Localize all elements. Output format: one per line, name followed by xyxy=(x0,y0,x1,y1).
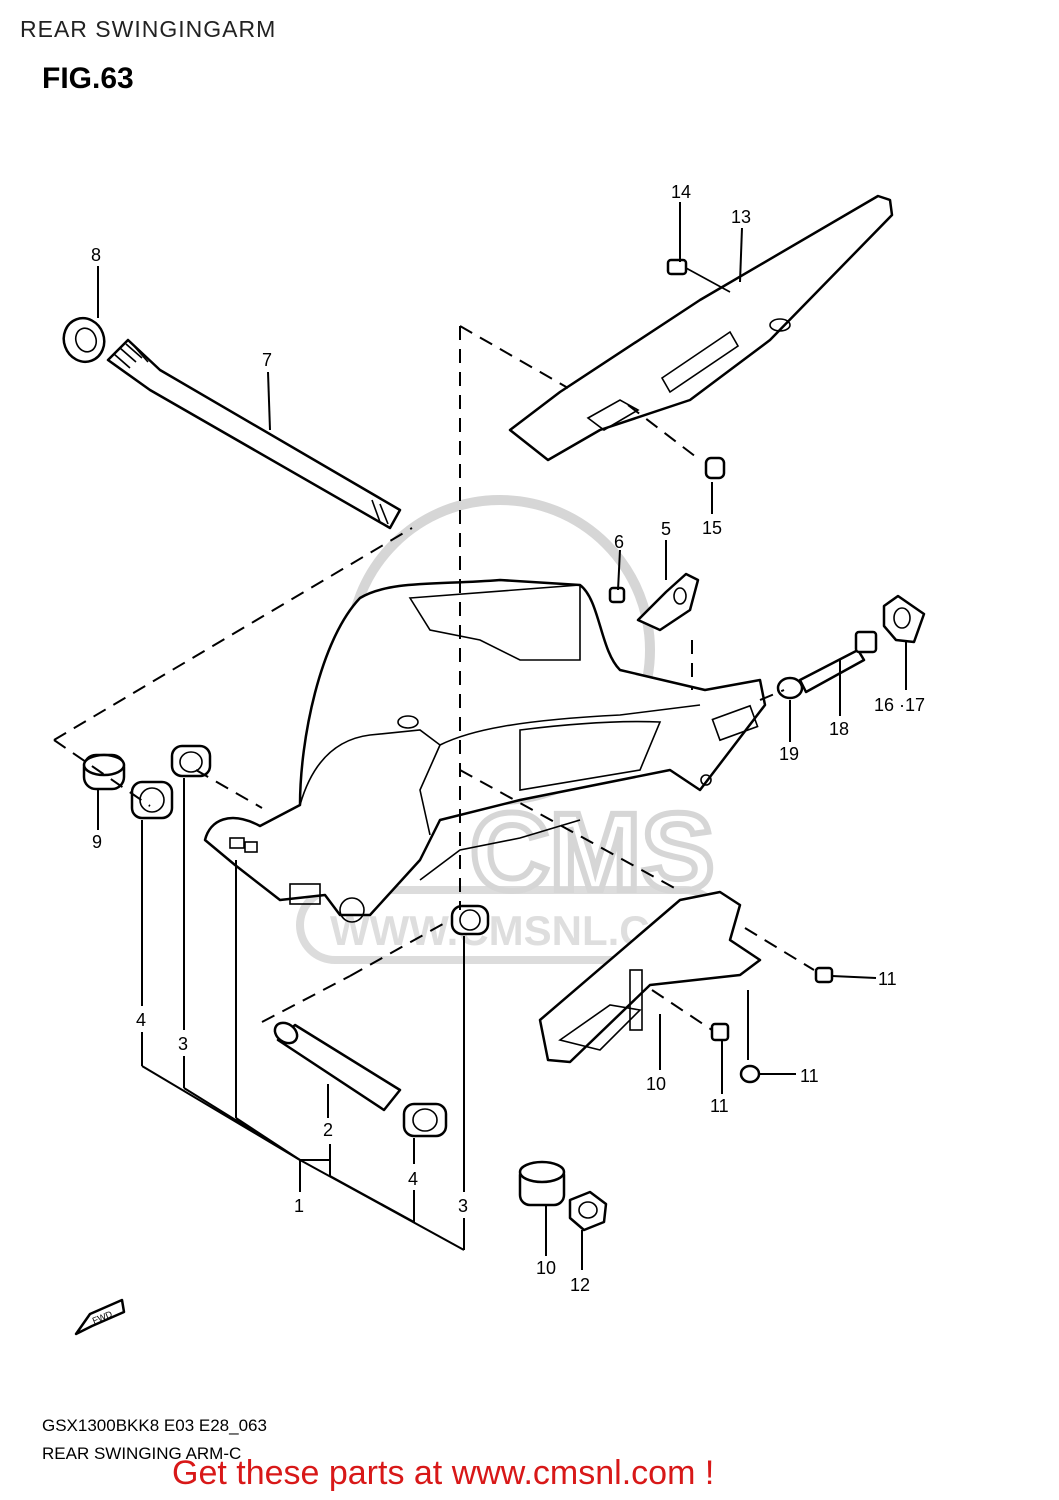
part-4-bearing-left[interactable] xyxy=(130,780,174,820)
diagram-name: REAR SWINGING ARM-C xyxy=(42,1444,242,1463)
part-1-swingarm[interactable] xyxy=(203,578,767,923)
part-14-bolt[interactable] xyxy=(666,258,731,293)
figure-number: FIG.63 xyxy=(42,62,134,95)
callout-7: 7 xyxy=(262,350,272,370)
callout-2: 2 xyxy=(323,1120,333,1140)
callout-6: 6 xyxy=(614,532,624,552)
callout-16-17: 16 ·17 xyxy=(874,695,925,715)
part-5-bracket[interactable] xyxy=(636,572,700,632)
callout-9: 9 xyxy=(92,832,102,852)
callout-11-a: 11 xyxy=(878,969,897,989)
part-10-collar[interactable] xyxy=(518,1160,566,1207)
page-title: REAR SWINGINGARM xyxy=(20,16,277,42)
watermark-logo-text: CMS xyxy=(470,791,714,914)
callout-10-a: 10 xyxy=(646,1074,666,1094)
part-12-nut[interactable] xyxy=(568,1190,608,1232)
part-13-chain-case[interactable] xyxy=(508,194,894,462)
part-6-screw[interactable] xyxy=(608,586,626,604)
leader-lines xyxy=(97,202,907,1270)
cmsnl-watermark: CMS WWW.CMSNL.COM xyxy=(296,495,724,964)
part-11-bolt-a[interactable] xyxy=(814,966,834,984)
callout-12: 12 xyxy=(570,1275,590,1295)
part-11-bolt-c[interactable] xyxy=(739,1064,761,1084)
part-10-chain-buffer[interactable] xyxy=(538,890,762,1064)
callout-11-b: 11 xyxy=(710,1096,729,1116)
callout-1: 1 xyxy=(294,1196,304,1216)
part-3-bearing-right[interactable] xyxy=(450,904,490,936)
part-2-spacer-tube[interactable] xyxy=(271,1019,402,1112)
callout-10-b: 10 xyxy=(536,1258,556,1278)
callout-8: 8 xyxy=(91,245,101,265)
dashed-alignment-lines xyxy=(53,325,815,1031)
callout-3-a: 3 xyxy=(178,1034,188,1054)
part-16-17-adjuster-plate[interactable] xyxy=(882,594,926,644)
callout-5: 5 xyxy=(661,519,671,539)
callout-19: 19 xyxy=(779,744,799,764)
diagram-code: GSX1300BKK8 E03 E28_063 xyxy=(42,1416,267,1435)
callout-4-a: 4 xyxy=(136,1010,146,1030)
callout-15: 15 xyxy=(702,518,722,538)
part-8-pivot-nut[interactable] xyxy=(58,312,111,367)
part-3-bearing-left[interactable] xyxy=(170,744,212,778)
callout-13: 13 xyxy=(731,207,751,227)
part-19-nut[interactable] xyxy=(776,676,804,700)
callout-18: 18 xyxy=(829,719,849,739)
part-18-adjuster-bolt[interactable] xyxy=(798,630,878,694)
part-11-bolt-b[interactable] xyxy=(710,1022,730,1042)
part-15-clip[interactable] xyxy=(704,456,726,480)
parts-link[interactable]: Get these parts at www.cmsnl.com ! xyxy=(172,1454,715,1492)
callout-14: 14 xyxy=(671,182,691,202)
callout-3-b: 3 xyxy=(458,1196,468,1216)
callout-11-c: 11 xyxy=(800,1066,819,1086)
part-4-bearing-right[interactable] xyxy=(402,1102,448,1138)
fwd-arrow-icon: FWD xyxy=(74,1298,126,1336)
part-7-pivot-shaft[interactable] xyxy=(106,338,402,530)
callout-4-b: 4 xyxy=(408,1169,418,1189)
